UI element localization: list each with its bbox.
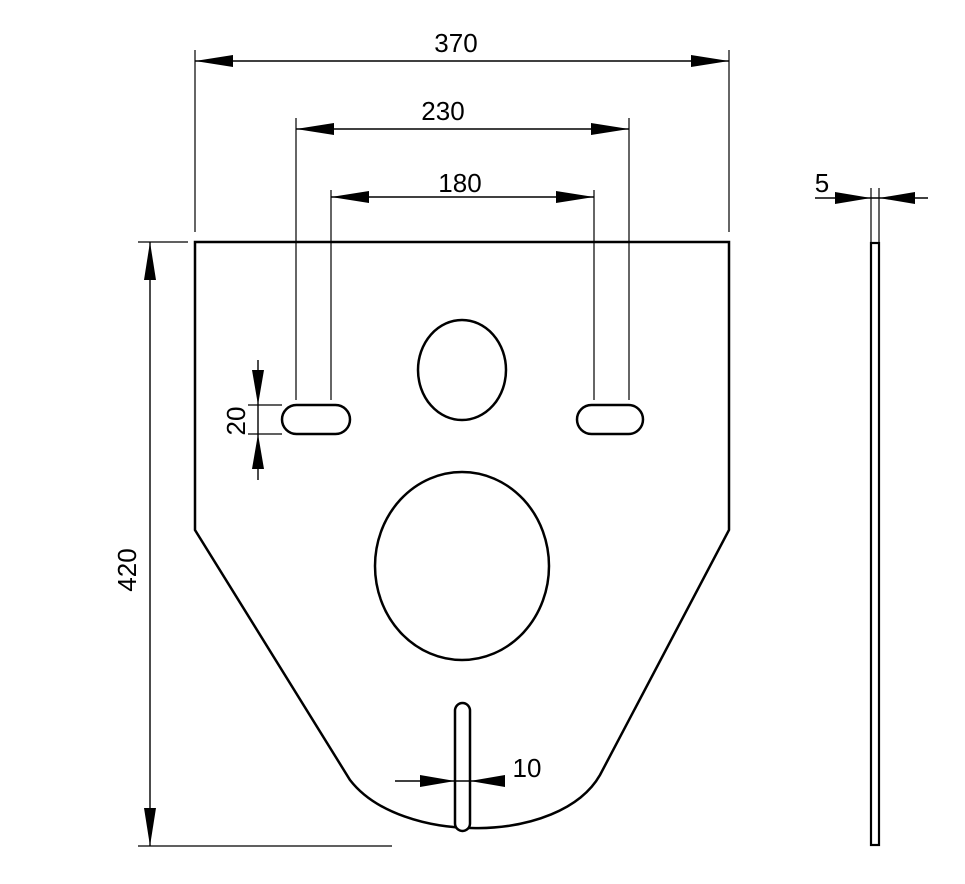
- overall-width-label: 370: [434, 28, 477, 58]
- slot-width-label: 10: [513, 753, 542, 783]
- extension-lines: [138, 50, 880, 847]
- drain-opening: [373, 470, 551, 662]
- dimension-stud-spacing-outer: 230: [296, 96, 629, 135]
- thickness-label: 5: [815, 168, 829, 198]
- dimension-slot-width: 10: [395, 753, 541, 787]
- right-mounting-slot: [575, 403, 645, 436]
- left-mounting-slot: [280, 403, 352, 436]
- bottom-vertical-slot: [453, 701, 472, 833]
- dimension-slot-height: 20: [221, 360, 264, 480]
- overall-height-label: 420: [112, 548, 142, 591]
- slot-height-label: 20: [221, 407, 251, 436]
- dimension-thickness: 5: [815, 168, 928, 204]
- side-view-profile: [869, 241, 881, 847]
- water-inlet-opening: [416, 318, 508, 422]
- stud-spacing-outer-label: 230: [421, 96, 464, 126]
- stud-spacing-inner-label: 180: [438, 168, 481, 198]
- dimension-stud-spacing-inner: 180: [331, 168, 594, 203]
- dimension-overall-width: 370: [195, 28, 729, 67]
- dimension-overall-height: 420: [112, 242, 156, 846]
